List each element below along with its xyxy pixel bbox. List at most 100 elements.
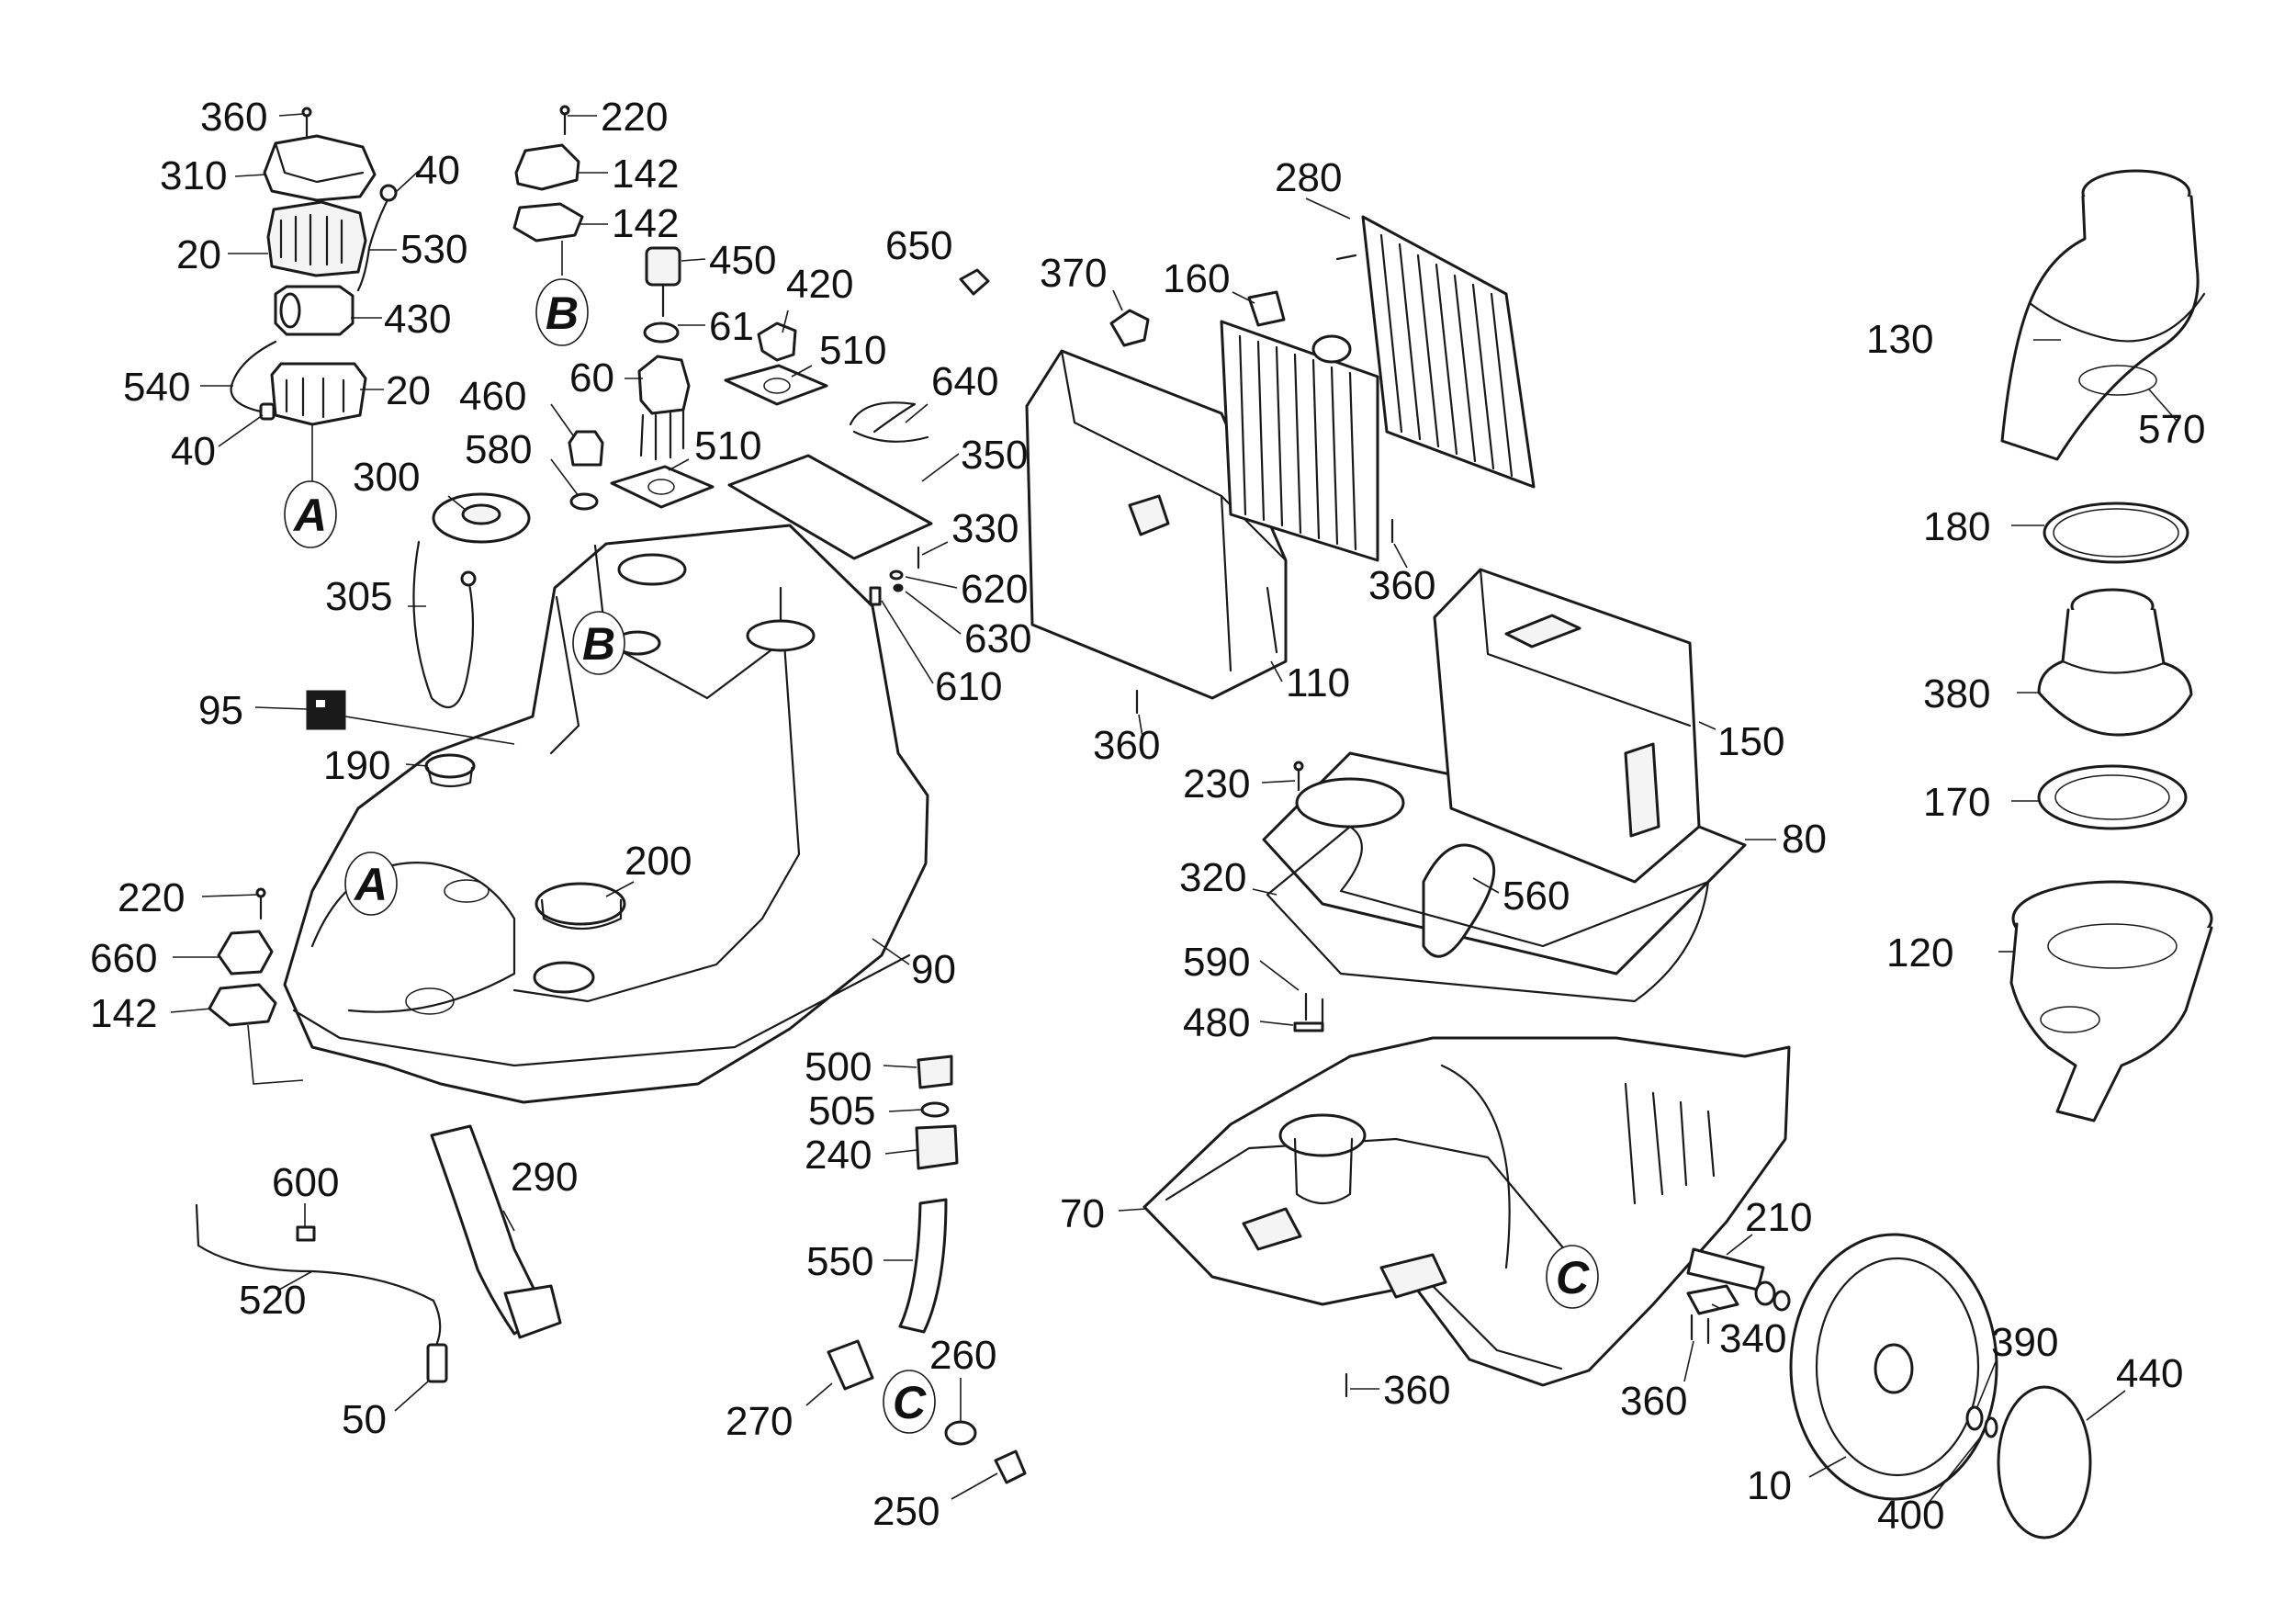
grid-280-drawing bbox=[1361, 215, 1536, 489]
electronics-housing-group bbox=[1025, 215, 1536, 715]
leader-270 bbox=[805, 1382, 833, 1406]
housing-90-port bbox=[444, 879, 490, 903]
base-plate-group bbox=[1262, 568, 1747, 1032]
callout-160: 160 bbox=[1163, 256, 1230, 301]
callout-130: 130 bbox=[1866, 317, 1933, 362]
callout-360c: 360 bbox=[1093, 723, 1160, 768]
callout-200: 200 bbox=[625, 839, 692, 884]
label-95-mark bbox=[316, 700, 325, 707]
callout-420: 420 bbox=[786, 262, 853, 307]
callout-540: 540 bbox=[123, 365, 190, 410]
cable-530-end bbox=[379, 184, 398, 202]
clip-600-drawing bbox=[296, 1225, 316, 1242]
bracket-group-leader bbox=[247, 1024, 304, 1085]
nut-580-drawing bbox=[569, 492, 599, 511]
housing-90-drain bbox=[533, 961, 595, 994]
callout-190: 190 bbox=[323, 743, 390, 788]
washer-210-a bbox=[1754, 1280, 1776, 1306]
housing-120-inner bbox=[2047, 923, 2178, 969]
leader-90 bbox=[872, 938, 910, 965]
cooler-160-port-b bbox=[1311, 334, 1352, 364]
callout-180: 180 bbox=[1923, 504, 1990, 549]
gasket-510-lower-drawing bbox=[610, 465, 715, 509]
callout-650: 650 bbox=[885, 223, 952, 268]
callout-380: 380 bbox=[1923, 671, 1990, 716]
washer-390-drawing bbox=[1965, 1405, 1984, 1431]
wheel-10-hub bbox=[1874, 1343, 1914, 1394]
hose-290-end bbox=[503, 1284, 562, 1339]
cooler-160-fins bbox=[1238, 334, 1357, 551]
washer-210-b bbox=[1773, 1290, 1791, 1312]
gasket-510-upper-hole bbox=[763, 378, 791, 394]
leader-95-ext bbox=[344, 716, 515, 745]
chassis-70-slot bbox=[1242, 1207, 1302, 1251]
callout-110: 110 bbox=[1286, 660, 1350, 705]
hose-290 bbox=[430, 1124, 562, 1339]
control-box-assembly bbox=[230, 107, 398, 485]
chassis-70-tube bbox=[1293, 1137, 1354, 1204]
callout-95: 95 bbox=[198, 688, 243, 733]
lower-chassis-70 bbox=[1142, 1036, 1791, 1398]
leader-160 bbox=[1232, 291, 1255, 304]
cable-530-drawing bbox=[356, 193, 392, 292]
callout-220b: 220 bbox=[118, 875, 185, 920]
hose-540-drawing bbox=[230, 340, 277, 413]
callout-400: 400 bbox=[1877, 1493, 1944, 1538]
leader-480 bbox=[1259, 1021, 1294, 1026]
leader-460 bbox=[550, 403, 574, 436]
callout-570: 570 bbox=[2138, 407, 2205, 452]
plug-190-body bbox=[426, 766, 474, 788]
leader-360c bbox=[1138, 714, 1143, 738]
callout-300: 300 bbox=[353, 455, 420, 500]
leader-360e bbox=[1683, 1340, 1694, 1382]
housing-90-top-hole bbox=[617, 553, 687, 586]
callout-310: 310 bbox=[160, 153, 227, 198]
leader-450 bbox=[681, 258, 706, 262]
callout-142b: 142 bbox=[612, 201, 679, 246]
leader-580 bbox=[550, 458, 580, 497]
leader-370 bbox=[1112, 289, 1123, 311]
ref-B-body: B bbox=[572, 611, 625, 675]
leader-640 bbox=[905, 403, 929, 423]
battery-150-vent bbox=[1624, 742, 1660, 838]
callout-360e: 360 bbox=[1620, 1379, 1687, 1424]
leader-300 bbox=[447, 495, 467, 512]
ref-A-top: A bbox=[284, 480, 337, 548]
clip-340-drawing bbox=[1686, 1284, 1739, 1315]
svg-text:A: A bbox=[292, 490, 327, 541]
block-430-knob bbox=[279, 292, 301, 329]
callout-305: 305 bbox=[325, 574, 392, 619]
wheel-10-rim bbox=[1815, 1257, 1980, 1477]
chassis-70-ribs bbox=[1624, 1082, 1716, 1205]
oring-505-drawing bbox=[920, 1101, 950, 1118]
reference-markers: A B B A C C bbox=[284, 278, 1599, 1434]
chassis-70-bottom bbox=[1431, 1284, 1563, 1370]
switch-60-drawing bbox=[637, 355, 691, 415]
callout-320: 320 bbox=[1179, 855, 1246, 900]
leader-150 bbox=[1698, 721, 1716, 730]
lid-cable-label-group bbox=[306, 492, 531, 788]
cable-520-group bbox=[195, 1203, 448, 1383]
fitting-50-drawing bbox=[426, 1343, 448, 1383]
grid-280-slats bbox=[1379, 233, 1514, 478]
callout-290: 290 bbox=[511, 1155, 578, 1200]
screw-230-head bbox=[1293, 761, 1304, 772]
callout-520: 520 bbox=[239, 1278, 306, 1323]
callout-230: 230 bbox=[1183, 761, 1250, 806]
screw-220-head bbox=[559, 105, 570, 116]
leader-510b bbox=[668, 458, 690, 471]
callout-170: 170 bbox=[1923, 780, 1990, 825]
leader-250 bbox=[951, 1472, 998, 1500]
callout-120: 120 bbox=[1886, 930, 1953, 976]
plug-190-drawing bbox=[424, 753, 476, 779]
leader-210 bbox=[1726, 1234, 1753, 1256]
callout-142c: 142 bbox=[90, 991, 157, 1036]
callout-80: 80 bbox=[1782, 817, 1827, 862]
leader-350 bbox=[921, 453, 960, 482]
callout-10: 10 bbox=[1747, 1463, 1792, 1508]
callout-600: 600 bbox=[272, 1160, 339, 1205]
leader-510a bbox=[791, 365, 813, 378]
leader-500 bbox=[883, 1065, 917, 1068]
label-95-drawing bbox=[306, 690, 346, 730]
